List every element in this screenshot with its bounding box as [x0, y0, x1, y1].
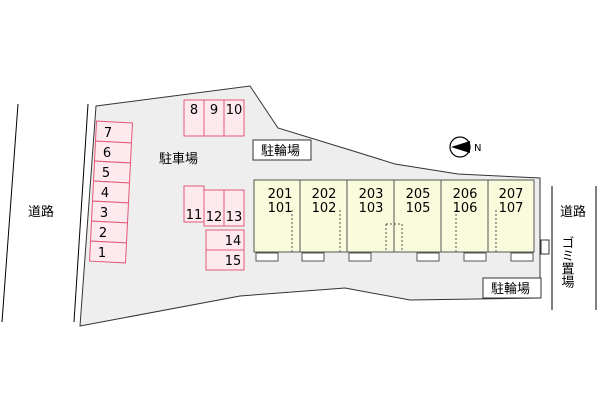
unit-lower-number: 107 — [499, 201, 524, 216]
parking-number-9: 9 — [210, 103, 218, 118]
parking-top-row: 8 9 10 — [183, 99, 245, 137]
parking-number-3: 3 — [100, 206, 108, 221]
parking-space-4 — [91, 180, 131, 204]
north-label: N — [474, 143, 481, 154]
bike-parking-bottom-label: 駐輪場 — [491, 281, 530, 297]
parking-number-1: 1 — [98, 246, 106, 261]
apartment-building: 201 101 202 102 203 103 205 105 206 106 … — [253, 179, 535, 262]
parking-number-4: 4 — [101, 186, 109, 201]
parking-number-13: 13 — [226, 210, 243, 225]
entrance-step — [463, 252, 487, 262]
entrance-step — [255, 252, 279, 262]
unit-upper-number: 205 — [406, 187, 431, 202]
interior-lines — [291, 210, 497, 252]
road-label-left: 道路 — [28, 204, 54, 220]
parking-label: 駐車場 — [159, 152, 198, 167]
parking-space-5 — [92, 160, 132, 184]
parking-space-6 — [93, 140, 133, 164]
parking-space-3 — [90, 200, 130, 224]
parking-number-2: 2 — [99, 226, 107, 241]
unit-lower-number: 103 — [359, 201, 384, 216]
garbage-label: ゴミ置場 — [559, 236, 575, 288]
parking-middle-block: 11 12 13 14 15 — [183, 185, 245, 271]
unit-lower-number: 101 — [268, 201, 293, 216]
unit-lower-number: 106 — [453, 201, 478, 216]
parking-space-13 — [223, 189, 245, 227]
parking-space-1 — [88, 240, 128, 264]
bike-parking-bottom — [482, 277, 542, 299]
garbage-area — [540, 239, 550, 255]
unit-upper-number: 203 — [359, 187, 384, 202]
parking-space-2 — [89, 220, 129, 244]
entrance-step — [416, 252, 440, 262]
parking-number-8: 8 — [190, 103, 198, 118]
unit-upper-number: 202 — [312, 187, 337, 202]
north-arrow: N — [449, 136, 481, 158]
north-arrow-head-icon — [451, 141, 470, 153]
parking-space-7 — [94, 120, 134, 144]
bike-parking-top-label: 駐輪場 — [261, 143, 300, 159]
road-line-left-inner — [73, 103, 89, 323]
parking-number-10: 10 — [226, 103, 243, 118]
parking-number-6: 6 — [103, 146, 111, 161]
unit-upper-number: 207 — [499, 187, 524, 202]
road-line-left-outer — [1, 103, 19, 323]
parking-number-7: 7 — [104, 126, 112, 141]
unit-lower-number: 105 — [406, 201, 431, 216]
unit-upper-number: 206 — [453, 187, 478, 202]
parking-number-14: 14 — [225, 234, 242, 249]
parking-number-12: 12 — [206, 210, 223, 225]
entrance-step — [301, 252, 325, 262]
unit-lower-number: 102 — [312, 201, 337, 216]
parking-space-10 — [223, 99, 245, 137]
unit-upper-number: 201 — [268, 187, 293, 202]
parking-left-column: 7 6 5 4 3 2 1 — [88, 120, 134, 264]
parking-space-15 — [205, 249, 245, 271]
road-label-right: 道路 — [560, 204, 586, 220]
parking-number-5: 5 — [102, 166, 110, 181]
bike-parking-top — [252, 139, 312, 161]
entrance-step — [348, 252, 372, 262]
parking-number-11: 11 — [186, 208, 203, 223]
entrance-step — [510, 252, 534, 262]
parking-number-15: 15 — [225, 254, 242, 269]
